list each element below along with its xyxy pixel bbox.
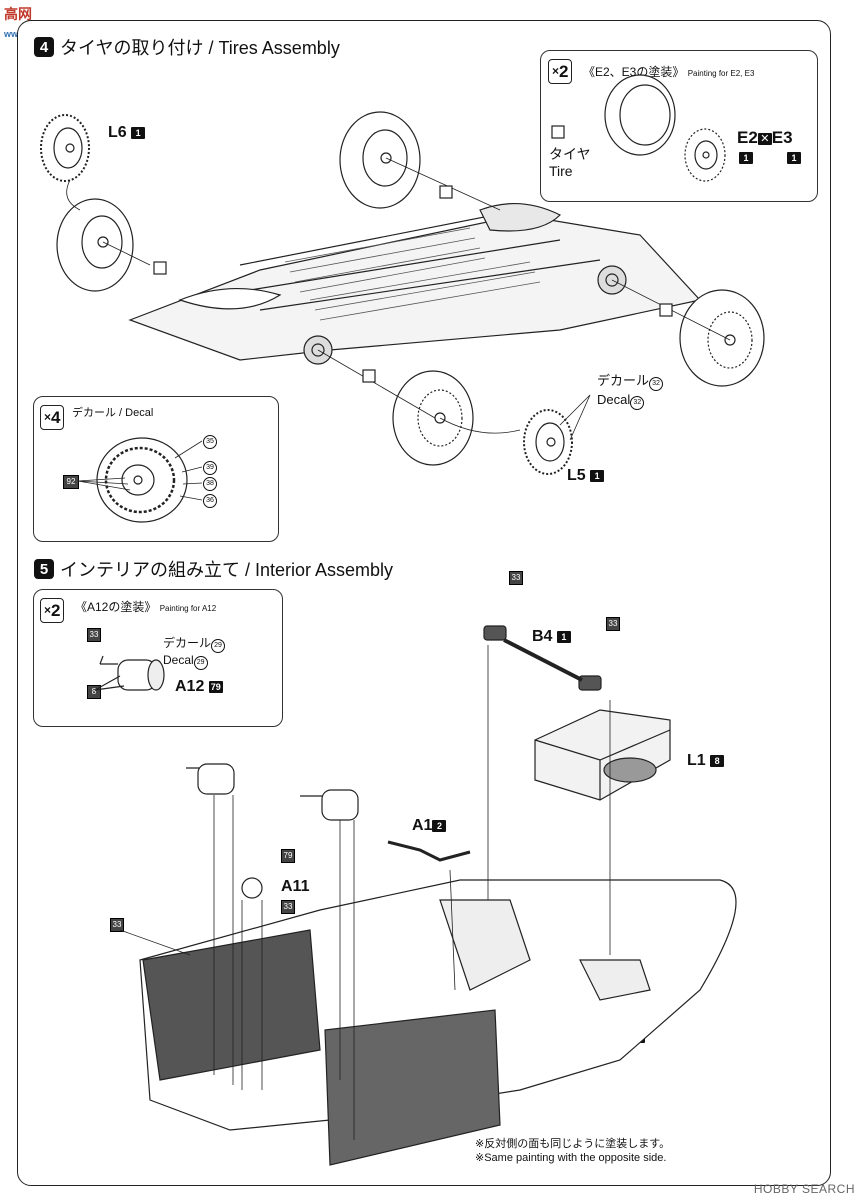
color-code: 79 [281, 849, 295, 863]
part-label-b4: B4 1 [532, 628, 571, 646]
part-label-a11: A11 [281, 878, 310, 895]
painting-a12-title: 《A12の塗装》 Painting for A12 [75, 600, 217, 614]
painting-notes: ※反対側の面も同じように塗装します。 ※Same painting with t… [475, 1138, 671, 1164]
wheel-rim-l5 [523, 409, 573, 475]
decal-number: 36 [203, 494, 217, 508]
part-label-l1: L1 8 [687, 752, 725, 770]
part-label-l6: L6 1 [108, 124, 146, 142]
painting-box-e2-e3 [540, 50, 818, 202]
decal-number: 39 [203, 461, 217, 475]
decal-number: 35 [203, 435, 217, 449]
watermark: HOBBY SEARCH [753, 1182, 855, 1196]
step4-number: 4 [34, 37, 54, 57]
seat-parts [186, 763, 359, 899]
qty-e2: 1 [739, 151, 753, 165]
part-label-e2-e3: E2✕E3 [737, 128, 793, 147]
decal-number: 38 [203, 477, 217, 491]
step4-title: 4 タイヤの取り付け / Tires Assembly [34, 34, 340, 60]
b4-roll-bar [483, 625, 602, 691]
decal-number: 92 [63, 475, 79, 489]
decal-wheel [77, 437, 203, 523]
l1-tank [534, 709, 671, 801]
qty-e3: 1 [787, 151, 801, 165]
front-wheel-lower [392, 370, 474, 466]
color-code: 33 [110, 918, 124, 932]
part-label-l5: L5 1 [567, 467, 605, 485]
multiplier-badge: ×2 [40, 598, 65, 623]
multiplier-badge: ×2 [548, 59, 573, 84]
color-code: 33 [606, 617, 620, 631]
painting-rim-e3 [684, 128, 726, 182]
step5-title: 5 インテリアの組み立て / Interior Assembly [34, 556, 393, 582]
color-code: 33 [509, 571, 523, 585]
step5-number: 5 [34, 559, 54, 579]
step5-leader-lines [119, 645, 611, 1140]
painting-e2-e3-title: 《E2、E3の塗装》 Painting for E2, E3 [583, 65, 755, 79]
part-label-a12: A12 79 [175, 678, 223, 695]
painting-box-a12 [33, 589, 283, 727]
paint-icons [153, 125, 673, 383]
chassis-drawing [128, 203, 702, 361]
a12-seat-drawing [94, 655, 165, 691]
color-code: 33 [281, 900, 295, 914]
a1-pedal [387, 840, 471, 862]
a5-body-tub [139, 879, 737, 1166]
color-code: 33 [87, 628, 101, 642]
wheel-rim-l6 [40, 114, 90, 182]
front-wheel-left [56, 198, 134, 292]
rear-wheel-right [679, 289, 765, 387]
painting-tire-e2 [604, 74, 676, 156]
decal-box-title: デカール / Decal [72, 407, 154, 419]
rear-wheel-upper [339, 111, 421, 209]
multiplier-badge: ×4 [40, 405, 65, 430]
